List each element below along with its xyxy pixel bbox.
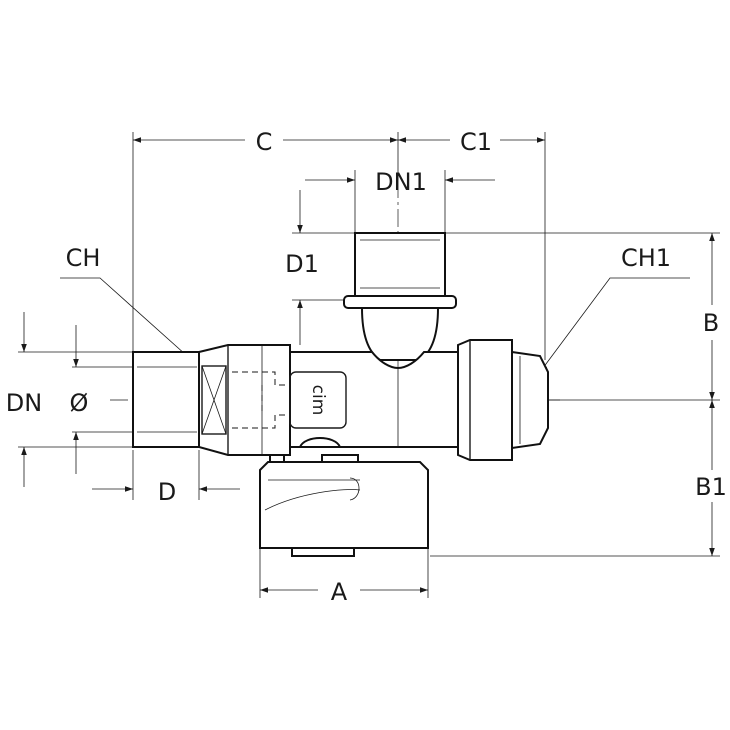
extension-lines	[18, 132, 720, 598]
dimension-labels: C C1 DN1 D1 CH CH1 B B1 DN Ø D A	[6, 128, 727, 606]
label-a: A	[331, 578, 348, 606]
valve-handle	[259, 437, 429, 557]
label-d: D	[158, 478, 176, 506]
label-dn: DN	[6, 389, 42, 417]
label-c1: C1	[460, 128, 492, 156]
label-ch1: CH1	[621, 244, 671, 272]
label-d1: D1	[285, 250, 319, 278]
brand-logo-text: cim	[308, 385, 328, 416]
label-diameter: Ø	[70, 389, 89, 417]
valve-body	[132, 232, 549, 461]
label-b: B	[703, 309, 719, 337]
label-c: C	[256, 128, 273, 156]
label-dn1: DN1	[375, 168, 427, 196]
leader-lines	[60, 277, 690, 373]
label-ch: CH	[66, 244, 101, 272]
label-b1: B1	[695, 473, 727, 501]
dimension-lines	[21, 137, 715, 593]
